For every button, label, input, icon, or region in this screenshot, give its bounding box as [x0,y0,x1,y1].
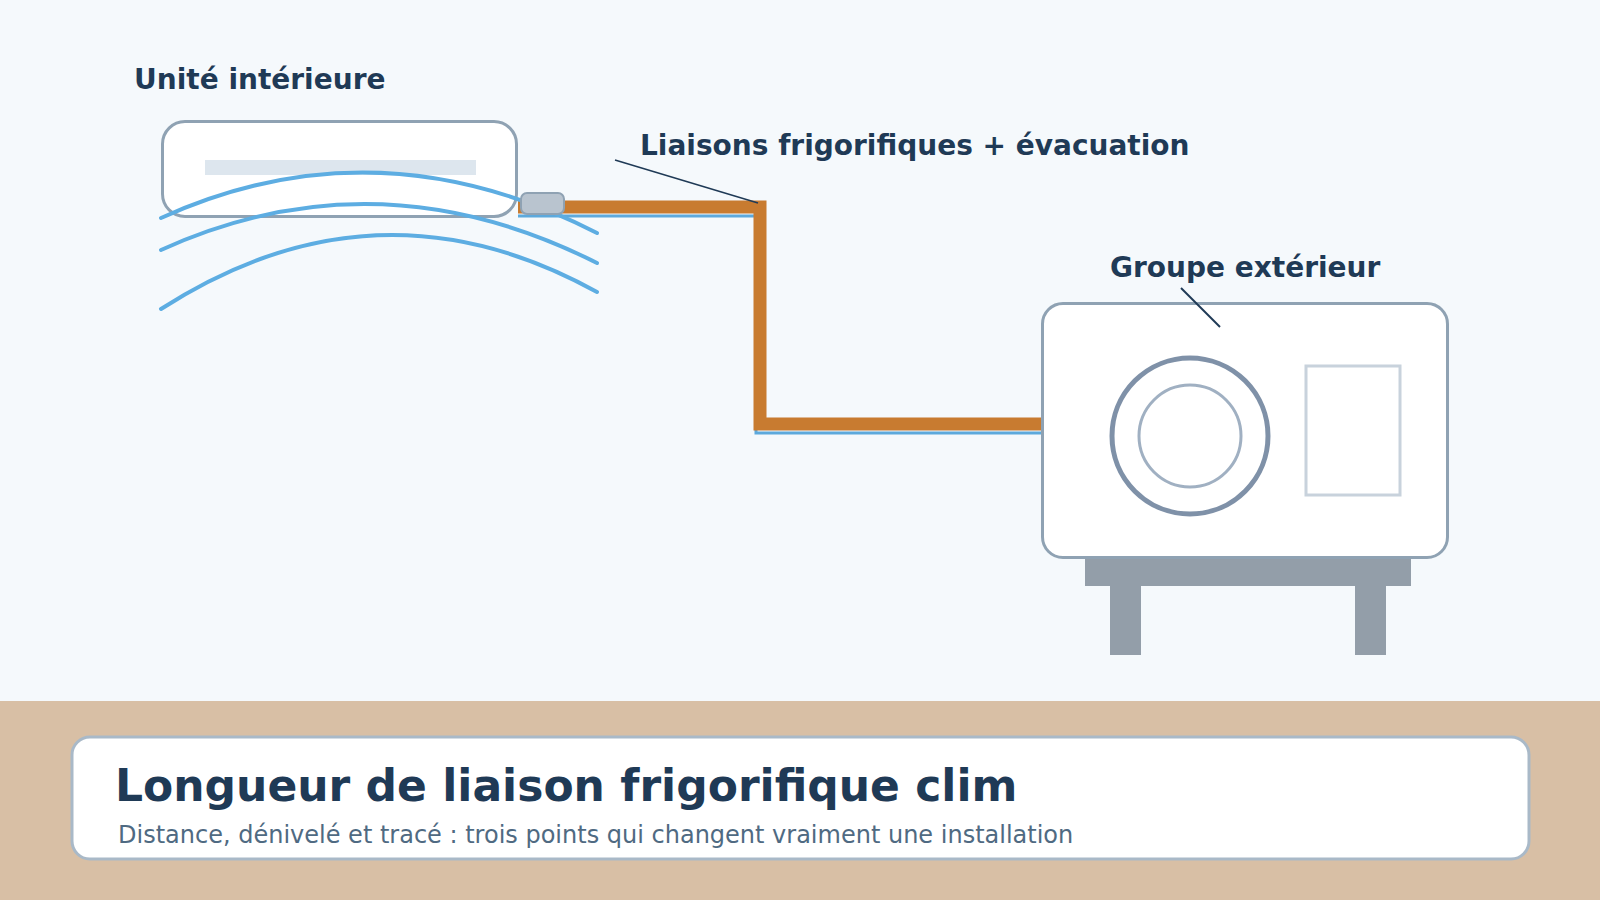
title-panel [72,737,1529,859]
fan-ring [1112,358,1268,514]
leader-line [615,160,758,203]
service-panel [1306,366,1400,495]
stand-leg [1355,586,1386,655]
refrigerant-line [518,207,1041,433]
fan-hub [1139,385,1241,487]
unit-label: Unité intérieure [134,63,385,96]
diagram-title: Longueur de liaison frigorifique clim [115,760,1017,811]
stand-leg [1110,586,1141,655]
stand-bar [1085,559,1411,586]
leader-line [1181,288,1220,327]
air-flow-arcs [161,172,597,309]
diagram-caption: Distance, dénivelé et tracé : trois poin… [118,821,1073,849]
air-outlet-strip [205,160,476,175]
ground-band [0,701,1600,900]
edge-label: Liaisons frigorifiques + évacuation [640,129,1190,162]
pipe-coupler [521,193,564,214]
copper-pipe [518,207,1041,424]
indoor-unit: Unité intérieure [161,120,518,218]
condensate-drain [518,216,1041,433]
unit-label: Groupe extérieur [1110,251,1380,284]
outdoor-unit: Groupe extérieur [1041,302,1449,559]
